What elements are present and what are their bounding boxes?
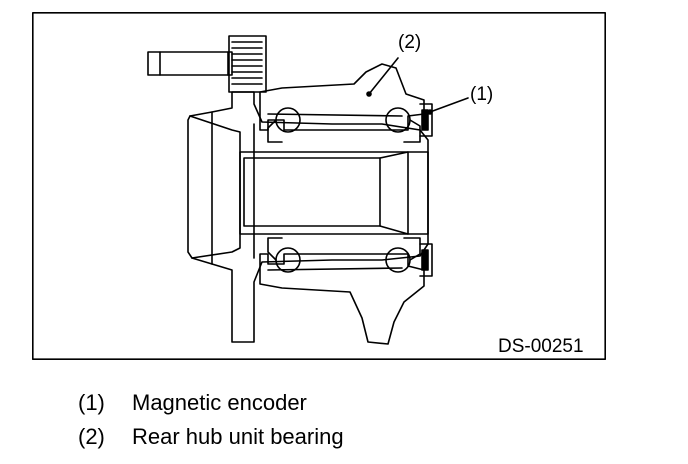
legend-item: (1) Magnetic encoder	[78, 390, 344, 424]
legend: (1) Magnetic encoder (2) Rear hub unit b…	[78, 390, 344, 458]
rear-hub-unit-bearing	[259, 63, 425, 345]
hub-bearing-diagram: (2) (1) DS-00251	[32, 12, 606, 360]
legend-text: Magnetic encoder	[132, 390, 307, 415]
callout-2: (2)	[398, 32, 421, 53]
wheel-stud	[147, 35, 267, 93]
magnetic-encoder	[419, 103, 433, 277]
legend-number: (1)	[78, 390, 105, 415]
leader-lines	[366, 57, 469, 115]
legend-number: (2)	[78, 424, 105, 449]
diagram-frame	[32, 12, 606, 360]
legend-text: Rear hub unit bearing	[132, 424, 344, 449]
legend-item: (2) Rear hub unit bearing	[78, 424, 344, 458]
callout-1: (1)	[470, 84, 493, 105]
diagram-code: DS-00251	[498, 336, 584, 357]
hub-flange	[187, 91, 429, 343]
bearing-ball-set	[267, 107, 421, 273]
